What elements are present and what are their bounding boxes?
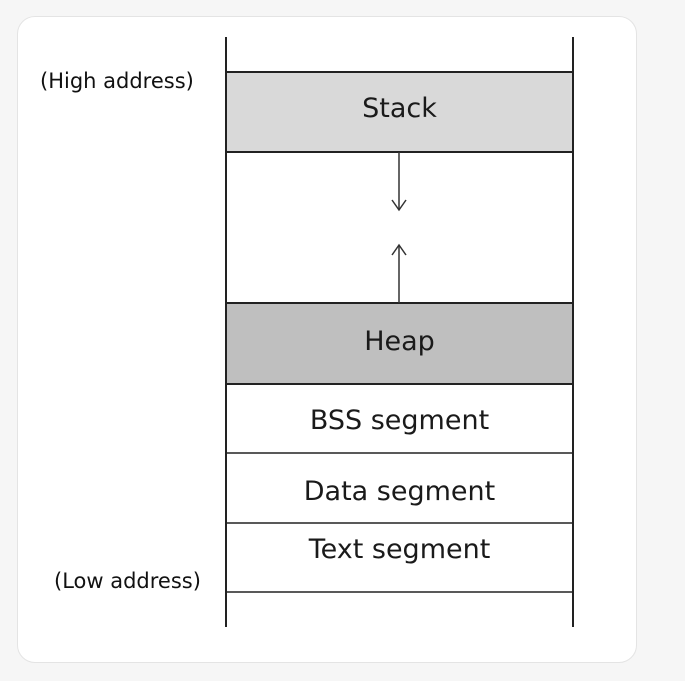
stack-region — [226, 72, 573, 152]
heap-region — [226, 303, 573, 384]
stack-label: Stack — [362, 93, 437, 124]
data-segment-label: Data segment — [303, 476, 496, 507]
text-segment-label: Text segment — [308, 534, 491, 565]
low-address-label: (Low address) — [54, 569, 201, 593]
bss-segment-label: BSS segment — [309, 405, 490, 436]
arrow-down-icon — [391, 152, 407, 212]
arrow-up-icon — [391, 243, 407, 303]
heap-label: Heap — [364, 326, 435, 357]
high-address-label: (High address) — [40, 69, 194, 93]
